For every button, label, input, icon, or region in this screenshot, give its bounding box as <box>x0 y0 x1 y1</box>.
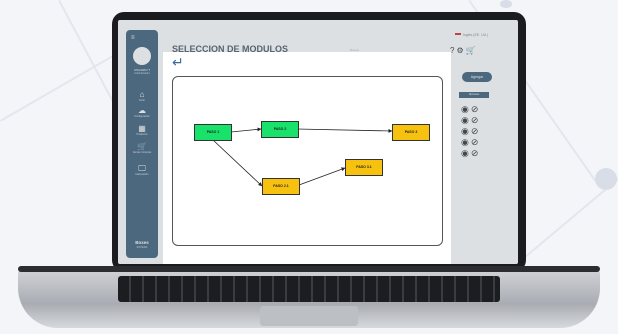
edit-icon[interactable]: ⊘ <box>470 148 479 158</box>
sidebar-item-billing[interactable]: 🖵 Facturación <box>126 164 158 176</box>
node-paso-2[interactable]: PASO 2 <box>261 121 299 138</box>
table-row: ◉⊘ <box>461 115 480 126</box>
brand-logo: Boxes <box>135 240 149 245</box>
background-dot <box>595 168 617 190</box>
page-title: SELECCION DE MODULOS <box>172 44 289 54</box>
edge-p1-p21 <box>212 139 263 187</box>
node-paso-2-1[interactable]: PASO 2.1 <box>262 178 300 195</box>
node-paso-3[interactable]: PASO 3 <box>392 124 430 141</box>
flow-edges <box>212 127 393 187</box>
background-dot <box>500 0 512 8</box>
language-selector[interactable]: Inglés (EE. UU.) <box>455 33 489 38</box>
edit-icon[interactable]: ⊘ <box>470 104 479 114</box>
cart-icon: 🛒 <box>137 142 147 151</box>
edge-p2-p3 <box>296 128 393 133</box>
laptop-keyboard <box>118 276 500 302</box>
sidebar-item-products[interactable]: ▦ Productos <box>126 124 158 136</box>
brand-subtitle: SISTEMA <box>136 246 148 249</box>
edit-icon[interactable]: ⊘ <box>470 137 479 147</box>
view-icon[interactable]: ◉ <box>461 126 469 136</box>
view-icon[interactable]: ◉ <box>461 115 469 125</box>
sidebar-item-label: Productos <box>136 133 148 136</box>
gear-icon[interactable]: ⚙ <box>456 46 466 55</box>
cloud-icon: ☁ <box>138 106 146 115</box>
help-icon[interactable]: ? <box>450 46 457 55</box>
node-paso-1[interactable]: PASO 1 <box>194 124 232 141</box>
sidebar-item-label: Ventas Compras <box>132 151 152 154</box>
table-row: ◉⊘ <box>461 148 480 159</box>
node-paso-3-1[interactable]: PASO 3.1 <box>345 159 383 176</box>
back-arrow-icon[interactable]: ↵ <box>172 54 184 70</box>
view-icon[interactable]: ◉ <box>461 104 469 114</box>
table-actions: ◉⊘ ◉⊘ ◉⊘ ◉⊘ ◉⊘ <box>461 104 480 159</box>
sidebar-item-home[interactable]: ⌂ Inicio <box>126 90 158 102</box>
sidebar-item-config[interactable]: ☁ Configuración <box>126 106 158 118</box>
sidebar-item-label: Facturación <box>135 173 149 176</box>
sidebar: ≡ USUARIO T Administrador ⌂ Inicio ☁ Con… <box>126 30 158 258</box>
laptop-trackpad <box>260 306 358 326</box>
menu-icon[interactable]: ≡ <box>131 35 135 41</box>
view-icon[interactable]: ◉ <box>461 137 469 147</box>
table-row: ◉⊘ <box>461 137 480 148</box>
avatar <box>133 47 151 65</box>
module-flow-modal: ↵ PASO 1 PASO 2 PASO 3 PASO 3.1 PASO 2.1 <box>163 52 451 264</box>
edge-p21-p31 <box>298 167 346 186</box>
add-button[interactable]: Agregar <box>462 72 492 82</box>
table-row: ◉⊘ <box>461 104 480 115</box>
cart-icon[interactable]: 🛒 <box>465 46 478 55</box>
language-label: Inglés (EE. UU.) <box>463 33 489 37</box>
view-icon[interactable]: ◉ <box>461 148 469 158</box>
grid-icon: ▦ <box>138 124 146 133</box>
monitor-icon: 🖵 <box>138 164 146 173</box>
screen-display: ≡ USUARIO T Administrador ⌂ Inicio ☁ Con… <box>118 20 518 264</box>
flag-icon <box>455 33 461 38</box>
home-icon: ⌂ <box>139 90 145 99</box>
flow-canvas: PASO 1 PASO 2 PASO 3 PASO 3.1 PASO 2.1 <box>172 76 443 246</box>
edit-icon[interactable]: ⊘ <box>470 126 479 136</box>
edit-icon[interactable]: ⊘ <box>470 115 479 125</box>
sidebar-item-label: Configuración <box>134 115 150 118</box>
table-row: ◉⊘ <box>461 126 480 137</box>
sidebar-item-label: Inicio <box>139 99 145 102</box>
user-name: USUARIO T <box>133 68 151 72</box>
user-role: Administrador <box>134 72 150 75</box>
laptop-hinge <box>18 266 600 272</box>
sidebar-item-sales[interactable]: 🛒 Ventas Compras <box>126 142 158 154</box>
actions-column-header: Opciones <box>459 92 489 98</box>
top-icons: ?⚙🛒 <box>450 46 478 55</box>
edge-p1-p2 <box>230 127 262 133</box>
